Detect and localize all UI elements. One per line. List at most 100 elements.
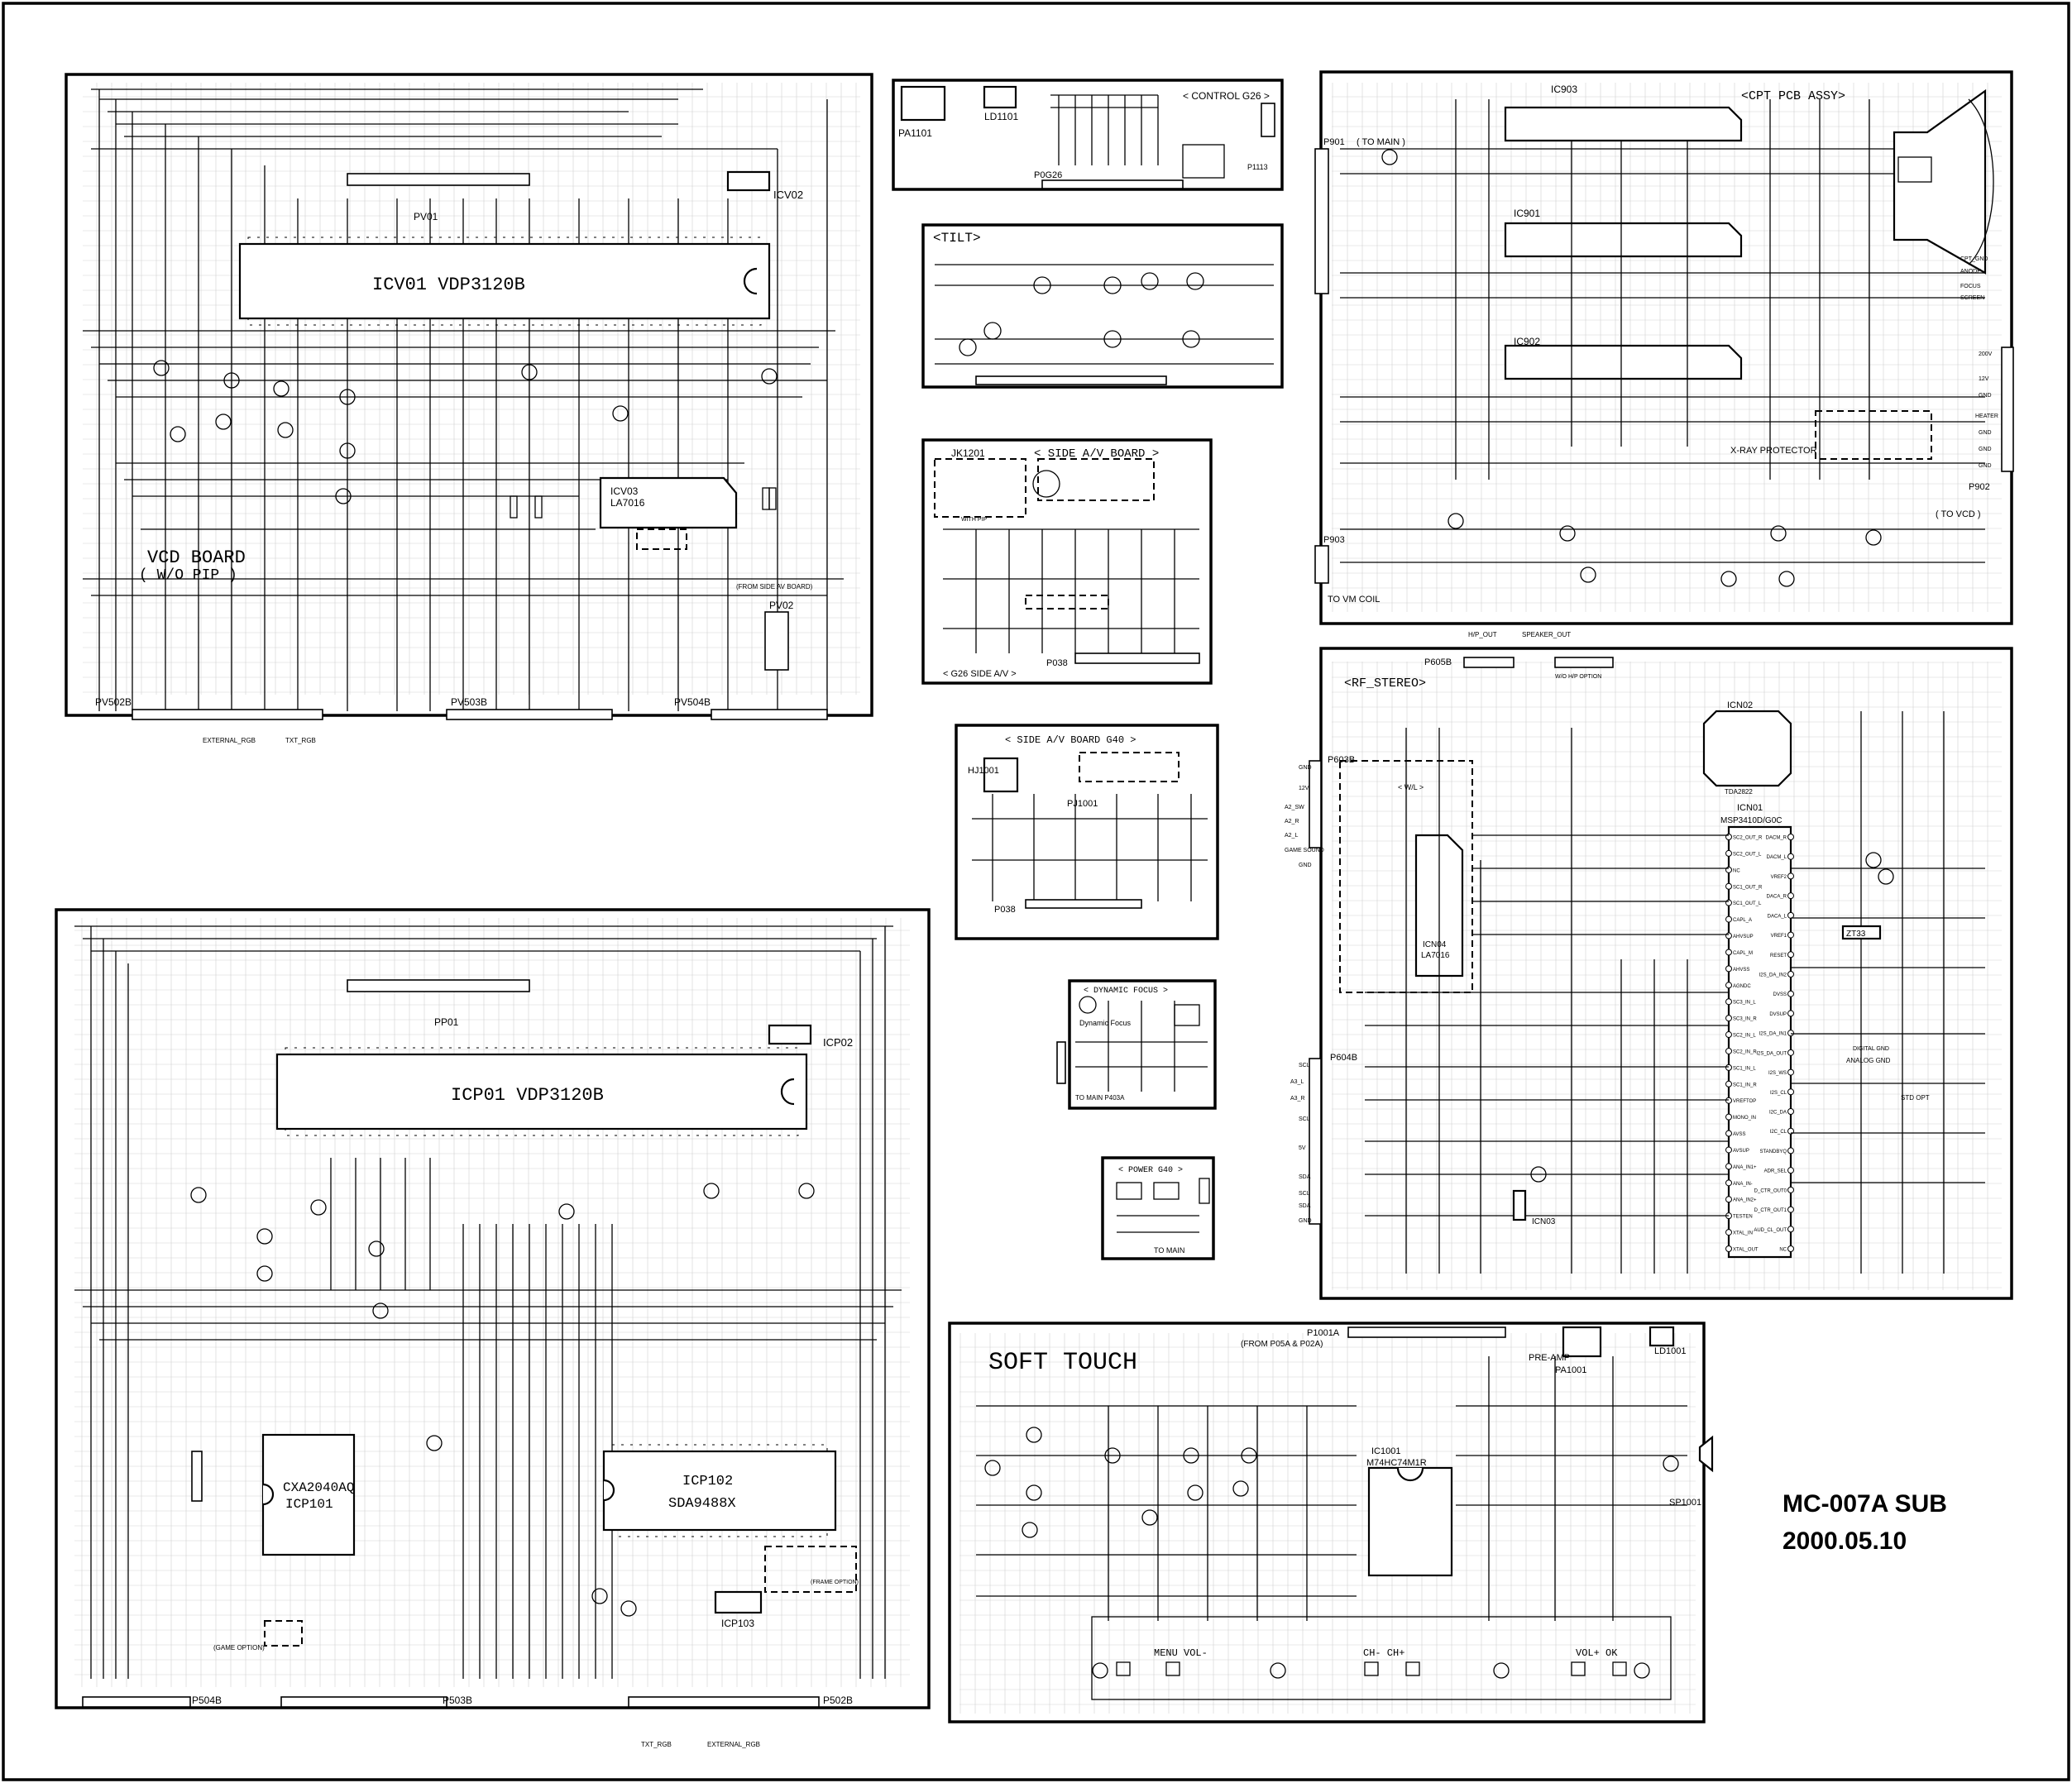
rf-stereo-hp-out: H/P_OUT bbox=[1468, 631, 1497, 638]
icn01-left-pin-label: AVSS bbox=[1733, 1132, 1746, 1137]
icn01-right-pin-label: ADR_SEL bbox=[1764, 1169, 1787, 1174]
icn01-right-pin bbox=[1787, 1088, 1794, 1096]
soft-touch-key-ch-minus-ch-plus: CH- CH+ bbox=[1363, 1647, 1404, 1659]
icn01-right-pin bbox=[1787, 1226, 1794, 1233]
soft-touch-sp1001: SP1001 bbox=[1669, 1498, 1701, 1508]
icn01-right-pin-label: I2C_CL bbox=[1770, 1130, 1787, 1135]
rf-stereo-icn01-part: MSP3410D/G0C bbox=[1720, 816, 1782, 825]
soft-touch-pre-amp: PRE-AMP bbox=[1529, 1353, 1570, 1363]
icn01-left-pin-label: AVSUP bbox=[1733, 1149, 1749, 1154]
icn01-right-pin-label: I2S_CL bbox=[1770, 1091, 1787, 1096]
icn01-left-pin-label: ANA_IN2+ bbox=[1733, 1198, 1757, 1203]
rf-stereo-left2-scl: SCL bbox=[1299, 1063, 1310, 1068]
cpt-ic901: IC901 bbox=[1514, 208, 1540, 219]
cpt-right-pin-gnd4: GND bbox=[1979, 463, 1992, 469]
power-g40-title: < POWER G40 > bbox=[1118, 1166, 1183, 1175]
vcd-connector-pv502b: PV502B bbox=[95, 696, 132, 708]
pip-ic-cxa2040aq: CXA2040AQ bbox=[283, 1480, 354, 1495]
rf-stereo-osc: ZT33 bbox=[1846, 930, 1866, 939]
icn01-right-pin-label: DACA_L bbox=[1768, 914, 1787, 919]
rf-stereo-wl: < W/L > bbox=[1398, 783, 1424, 791]
rf-stereo-section: <RF_STEREO> H/P_OUT SPEAKER_OUT P605B W/… bbox=[1285, 631, 2013, 1300]
cpt-right-pin-heater: HEATER bbox=[1975, 413, 1998, 419]
cpt-pin-screen: SCREEN bbox=[1960, 295, 1984, 301]
cpt-p903: P903 bbox=[1323, 535, 1345, 545]
rf-stereo-p603b: P603B bbox=[1328, 755, 1355, 765]
icn01-left-pin-label: SC3_IN_L bbox=[1733, 1001, 1756, 1006]
cpt-xray-protector: X-RAY PROTECTOR bbox=[1730, 446, 1817, 456]
icn01-right-pin bbox=[1787, 1186, 1794, 1193]
icn01-left-pin-label: CAPL_M bbox=[1733, 951, 1753, 956]
pip-ic-regulator: ICP02 bbox=[823, 1036, 853, 1049]
side-av-g40-jack1: HJ1001 bbox=[968, 766, 999, 776]
icn01-left-pin-label: AGNDC bbox=[1733, 984, 1751, 989]
icn01-left-pin bbox=[1725, 1196, 1732, 1203]
icn01-right-pin bbox=[1787, 971, 1794, 978]
icn01-left-pin-label: SC1_OUT_L bbox=[1733, 901, 1762, 906]
pip-bus-txt-rgb: TXT_RGB bbox=[641, 1741, 672, 1748]
cpt-pin-anode: ANODE bbox=[1960, 269, 1981, 275]
control-g26-section: PA1101 LD1101 < CONTROL G26 > P0G26 P111… bbox=[892, 79, 1284, 191]
control-p1113: P1113 bbox=[1247, 163, 1268, 171]
rf-stereo-left-game-sound: GAME SOUND bbox=[1285, 848, 1324, 853]
side-av-g26-jack: JK1201 bbox=[951, 447, 985, 459]
icn01-right-pin bbox=[1787, 1010, 1794, 1017]
rf-stereo-icn04-part: LA7016 bbox=[1421, 951, 1450, 960]
rf-stereo-left2-5v: 5V bbox=[1299, 1145, 1306, 1151]
vcd-sub-ic-ref: ICV03 bbox=[610, 485, 639, 497]
dynamic-focus-conn: TO MAIN P403A bbox=[1075, 1094, 1125, 1102]
cpt-right-pin-gnd3: GND bbox=[1979, 447, 1992, 452]
soft-touch-ld1001: LD1001 bbox=[1654, 1346, 1687, 1356]
soft-touch-title: SOFT TOUCH bbox=[988, 1349, 1137, 1377]
soft-touch-section: SOFT TOUCH P1001A (FROM P05A & P02A) PRE… bbox=[948, 1322, 1714, 1723]
side-av-g40-section: < SIDE A/V BOARD G40 > HJ1001 PJ1001 P03… bbox=[955, 724, 1219, 940]
side-av-g26-conn: P038 bbox=[1046, 658, 1068, 668]
side-av-g40-conn: P038 bbox=[994, 905, 1016, 915]
rf-stereo-left-gnd2: GND bbox=[1299, 863, 1312, 868]
icn01-left-pin bbox=[1725, 965, 1732, 973]
cpt-title: <CPT PCB ASSY> bbox=[1741, 89, 1845, 103]
icn01-left-pin-label: XTAL_OUT bbox=[1733, 1248, 1759, 1253]
dynamic-focus-title: < DYNAMIC FOCUS > bbox=[1084, 987, 1168, 996]
icn01-left-pin bbox=[1725, 899, 1732, 906]
soft-touch-ic1001-part: M74HC74M1R bbox=[1366, 1458, 1427, 1468]
rf-stereo-title: <RF_STEREO> bbox=[1344, 676, 1426, 691]
pip-ic-sda9488x: SDA9488X bbox=[668, 1496, 736, 1512]
soft-touch-key-vol-plus-ok: VOL+ OK bbox=[1576, 1647, 1618, 1659]
pip-frame-option: (FRAME OPTION) bbox=[811, 1580, 859, 1585]
icn01-left-pin-label: SC2_IN_R bbox=[1733, 1049, 1757, 1054]
icn01-right-pin-label: DACM_R bbox=[1766, 836, 1787, 841]
icn01-left-pin bbox=[1725, 849, 1732, 857]
icn01-right-pin bbox=[1787, 951, 1794, 958]
icn01-left-pin-label: SC2_OUT_R bbox=[1733, 836, 1763, 841]
icn01-right-pin-label: I2S_DA_IN2 bbox=[1759, 973, 1787, 978]
side-av-g26-note: WITH PIP bbox=[961, 517, 987, 523]
control-title: < CONTROL G26 > bbox=[1183, 90, 1270, 102]
cpt-section: <CPT PCB ASSY> IC903 IC901 IC902 CPT_GND… bbox=[1314, 70, 2014, 625]
soft-touch-pa1001: PA1001 bbox=[1555, 1365, 1586, 1375]
power-g40-note: TO MAIN bbox=[1154, 1246, 1184, 1255]
rf-stereo-left-a2sw: A2_SW bbox=[1285, 805, 1304, 810]
cpt-pin-focus: FOCUS bbox=[1960, 284, 1981, 289]
vcd-side-note: (FROM SIDE AV BOARD) bbox=[736, 583, 813, 590]
icn01-right-pin bbox=[1787, 834, 1794, 840]
rf-stereo-left2-gnd: GND bbox=[1299, 1218, 1312, 1224]
icn01-left-pin bbox=[1725, 1146, 1732, 1154]
icn01-right-pin bbox=[1787, 1167, 1794, 1174]
icn01-right-pin bbox=[1787, 911, 1794, 919]
icn01-left-pin bbox=[1725, 932, 1732, 939]
cpt-ic903: IC903 bbox=[1551, 84, 1577, 95]
vcd-bus-external-rgb: EXTERNAL_RGB bbox=[203, 737, 256, 744]
icn01-right-pin bbox=[1787, 1245, 1794, 1252]
pip-main-ic-label: ICP01 VDP3120B bbox=[451, 1085, 604, 1106]
icn01-right-pin-label: I2S_DA_OUT bbox=[1756, 1051, 1787, 1056]
icn01-right-pin-label: I2S_DA_IN1 bbox=[1759, 1032, 1787, 1037]
icn01-left-pin bbox=[1725, 998, 1732, 1006]
vcd-connector-pv503b: PV503B bbox=[451, 696, 487, 708]
icn01-left-pin-label: AHVSUP bbox=[1733, 935, 1754, 939]
control-ld1101: LD1101 bbox=[984, 111, 1018, 122]
soft-touch-ic1001: IC1001 bbox=[1371, 1446, 1400, 1456]
icn01-right-pin-label: DACA_R bbox=[1767, 895, 1787, 900]
icn01-right-pin bbox=[1787, 931, 1794, 939]
rf-stereo-p605b-note: W/O H/P OPTION bbox=[1555, 674, 1601, 680]
